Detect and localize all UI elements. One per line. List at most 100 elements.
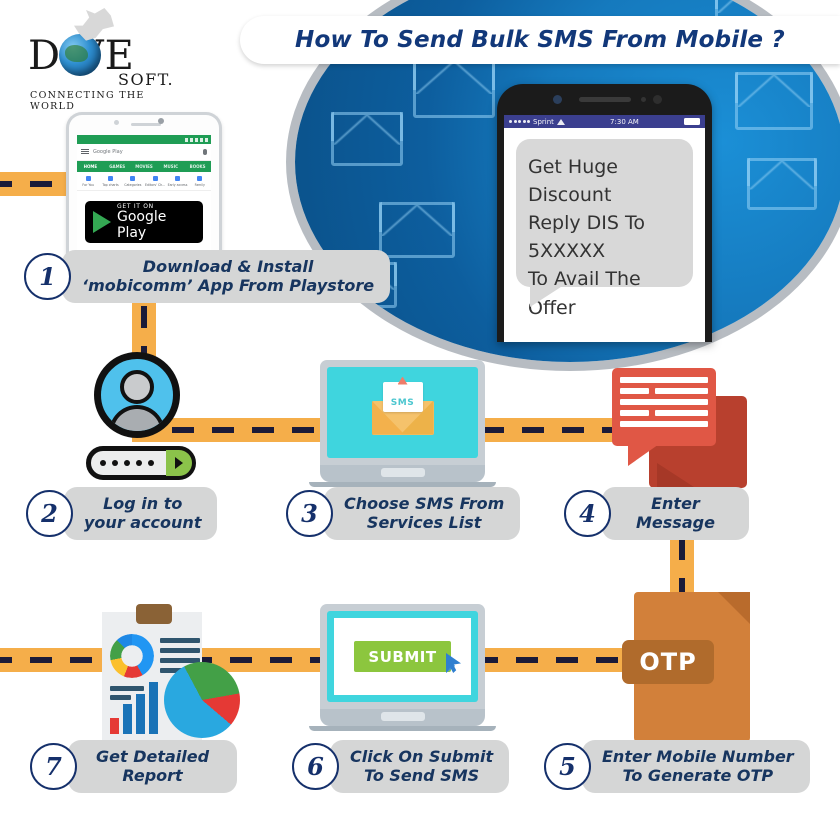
password-dot bbox=[124, 460, 130, 466]
step-text: Enter Message bbox=[602, 487, 749, 541]
android-status-bar bbox=[77, 135, 211, 144]
step-label-3: 3 Choose SMS From Services List bbox=[286, 487, 521, 541]
message-text-line bbox=[655, 388, 708, 394]
iphone-earpiece bbox=[578, 97, 631, 102]
front-camera-icon bbox=[552, 95, 562, 104]
page-title-banner: How To Send Bulk SMS From Mobile ? bbox=[240, 16, 840, 64]
envelope-decoration-icon bbox=[331, 112, 403, 166]
laptop-screen: SMS bbox=[327, 367, 478, 458]
sms-line-1: Get Huge Discount bbox=[528, 156, 618, 207]
step-text: Get Detailed Report bbox=[68, 740, 238, 794]
step-label-7: 7 Get Detailed Report bbox=[30, 740, 238, 794]
chip-editors-choice[interactable]: Editors' Ch... bbox=[144, 175, 166, 187]
step-line-2: To Send SMS bbox=[363, 766, 480, 786]
chip-icon bbox=[174, 175, 180, 181]
step-label-6: 6 Click On Submit To Send SMS bbox=[292, 740, 510, 794]
password-dot bbox=[136, 460, 142, 466]
step-line-2: Services List bbox=[366, 513, 482, 533]
clipboard-clip bbox=[136, 604, 172, 624]
step-number: 7 bbox=[30, 743, 77, 791]
submit-button[interactable]: SUBMIT bbox=[354, 641, 451, 672]
otp-tag: OTP bbox=[622, 640, 714, 684]
phone-camera-icon bbox=[114, 120, 119, 125]
playstore-category-chips[interactable]: For You Top charts Categories Editors' C… bbox=[77, 172, 211, 191]
step-line-1: Enter Mobile Number bbox=[602, 747, 794, 766]
avatar-icon bbox=[94, 352, 180, 438]
step-text: Choose SMS From Services List bbox=[324, 487, 521, 541]
report-text-line bbox=[160, 668, 185, 673]
otp-label: OTP bbox=[639, 648, 697, 676]
submit-button-label: SUBMIT bbox=[368, 648, 437, 666]
message-text-line bbox=[620, 377, 708, 383]
badge-large-label: Google Play bbox=[117, 209, 167, 241]
chip-categories[interactable]: Categories bbox=[122, 175, 144, 187]
sms-message-bubble: Get Huge Discount Reply DIS To 5XXXXX To… bbox=[516, 139, 693, 319]
avatar-body bbox=[109, 405, 165, 431]
step-text: Enter Mobile Number To Generate OTP bbox=[582, 740, 810, 794]
chip-icon bbox=[85, 175, 91, 181]
donut-chart-icon bbox=[110, 634, 154, 678]
report-text-line bbox=[160, 638, 200, 643]
carrier-label: Sprint bbox=[533, 117, 554, 126]
step-label-4: 4 Enter Message bbox=[564, 487, 749, 541]
report-text-line bbox=[110, 695, 132, 700]
chip-early-access[interactable]: Early access bbox=[166, 175, 188, 187]
page-title: How To Send Bulk SMS From Mobile ? bbox=[295, 27, 785, 53]
report-text-line bbox=[160, 658, 200, 663]
message-text-line bbox=[620, 421, 708, 427]
mouse-cursor-icon bbox=[446, 653, 455, 673]
submit-arrow-icon bbox=[166, 450, 192, 476]
envelope-decoration-icon bbox=[747, 158, 817, 210]
tab-books[interactable]: BOOKS bbox=[189, 164, 206, 169]
password-field-icon bbox=[86, 446, 196, 480]
tab-movies[interactable]: MOVIES bbox=[135, 164, 153, 169]
step-line-2: your account bbox=[84, 513, 202, 533]
password-dot bbox=[112, 460, 118, 466]
chip-family[interactable]: Family bbox=[189, 175, 211, 187]
message-text-line bbox=[620, 410, 650, 416]
bar bbox=[149, 682, 158, 734]
google-play-badge[interactable]: GET IT ON Google Play bbox=[85, 201, 203, 243]
wifi-icon bbox=[556, 118, 565, 125]
logo-tagline: CONNECTING THE WORLD bbox=[30, 90, 145, 112]
report-text-line bbox=[160, 648, 200, 653]
ambient-sensor-icon bbox=[652, 95, 662, 104]
phone-speaker bbox=[131, 123, 161, 126]
step-text: Click On Submit To Send SMS bbox=[330, 740, 510, 794]
playstore-search-bar[interactable]: Google Play bbox=[77, 144, 211, 161]
laptop-sms-icon: SMS bbox=[309, 360, 496, 487]
step-line-2: Report bbox=[122, 766, 183, 786]
sms-envelope-icon: SMS bbox=[371, 381, 434, 435]
microphone-icon[interactable] bbox=[203, 149, 207, 155]
message-card-front bbox=[612, 368, 716, 446]
globe-icon bbox=[59, 34, 101, 76]
step-number: 5 bbox=[544, 743, 591, 791]
tab-home[interactable]: HOME bbox=[83, 164, 98, 169]
chip-icon bbox=[130, 175, 136, 181]
badge-small-label: GET IT ON bbox=[117, 203, 154, 211]
android-phone-mockup: Google Play HOME GAMES MOVIES MUSIC BOOK… bbox=[66, 112, 222, 275]
brand-logo: D VE SOFT. CONNECTING THE WORLD bbox=[22, 6, 182, 112]
laptop-base bbox=[320, 709, 485, 726]
otp-document-icon: OTP bbox=[622, 592, 750, 742]
step-line-1: Get Detailed bbox=[96, 747, 210, 766]
hamburger-menu-icon[interactable] bbox=[81, 149, 89, 155]
password-dot bbox=[100, 460, 106, 466]
report-text-line bbox=[110, 686, 144, 691]
message-text-line bbox=[620, 388, 650, 394]
search-input[interactable]: Google Play bbox=[93, 149, 123, 155]
bar bbox=[123, 704, 132, 734]
tab-music[interactable]: MUSIC bbox=[163, 164, 179, 169]
google-play-icon bbox=[93, 211, 111, 233]
message-text-line bbox=[655, 410, 708, 416]
tab-games[interactable]: GAMES bbox=[109, 164, 126, 169]
chip-for-you[interactable]: For You bbox=[77, 175, 99, 187]
laptop-foot bbox=[309, 726, 496, 731]
sms-label: SMS bbox=[390, 397, 415, 408]
status-icon bbox=[195, 137, 198, 142]
iphone-screen: Sprint 7:30 AM Get Huge Discount Reply D… bbox=[504, 115, 705, 342]
playstore-tabs[interactable]: HOME GAMES MOVIES MUSIC BOOKS bbox=[77, 161, 211, 172]
chip-top-charts[interactable]: Top charts bbox=[99, 175, 121, 187]
laptop-screen: SUBMIT bbox=[327, 611, 478, 702]
